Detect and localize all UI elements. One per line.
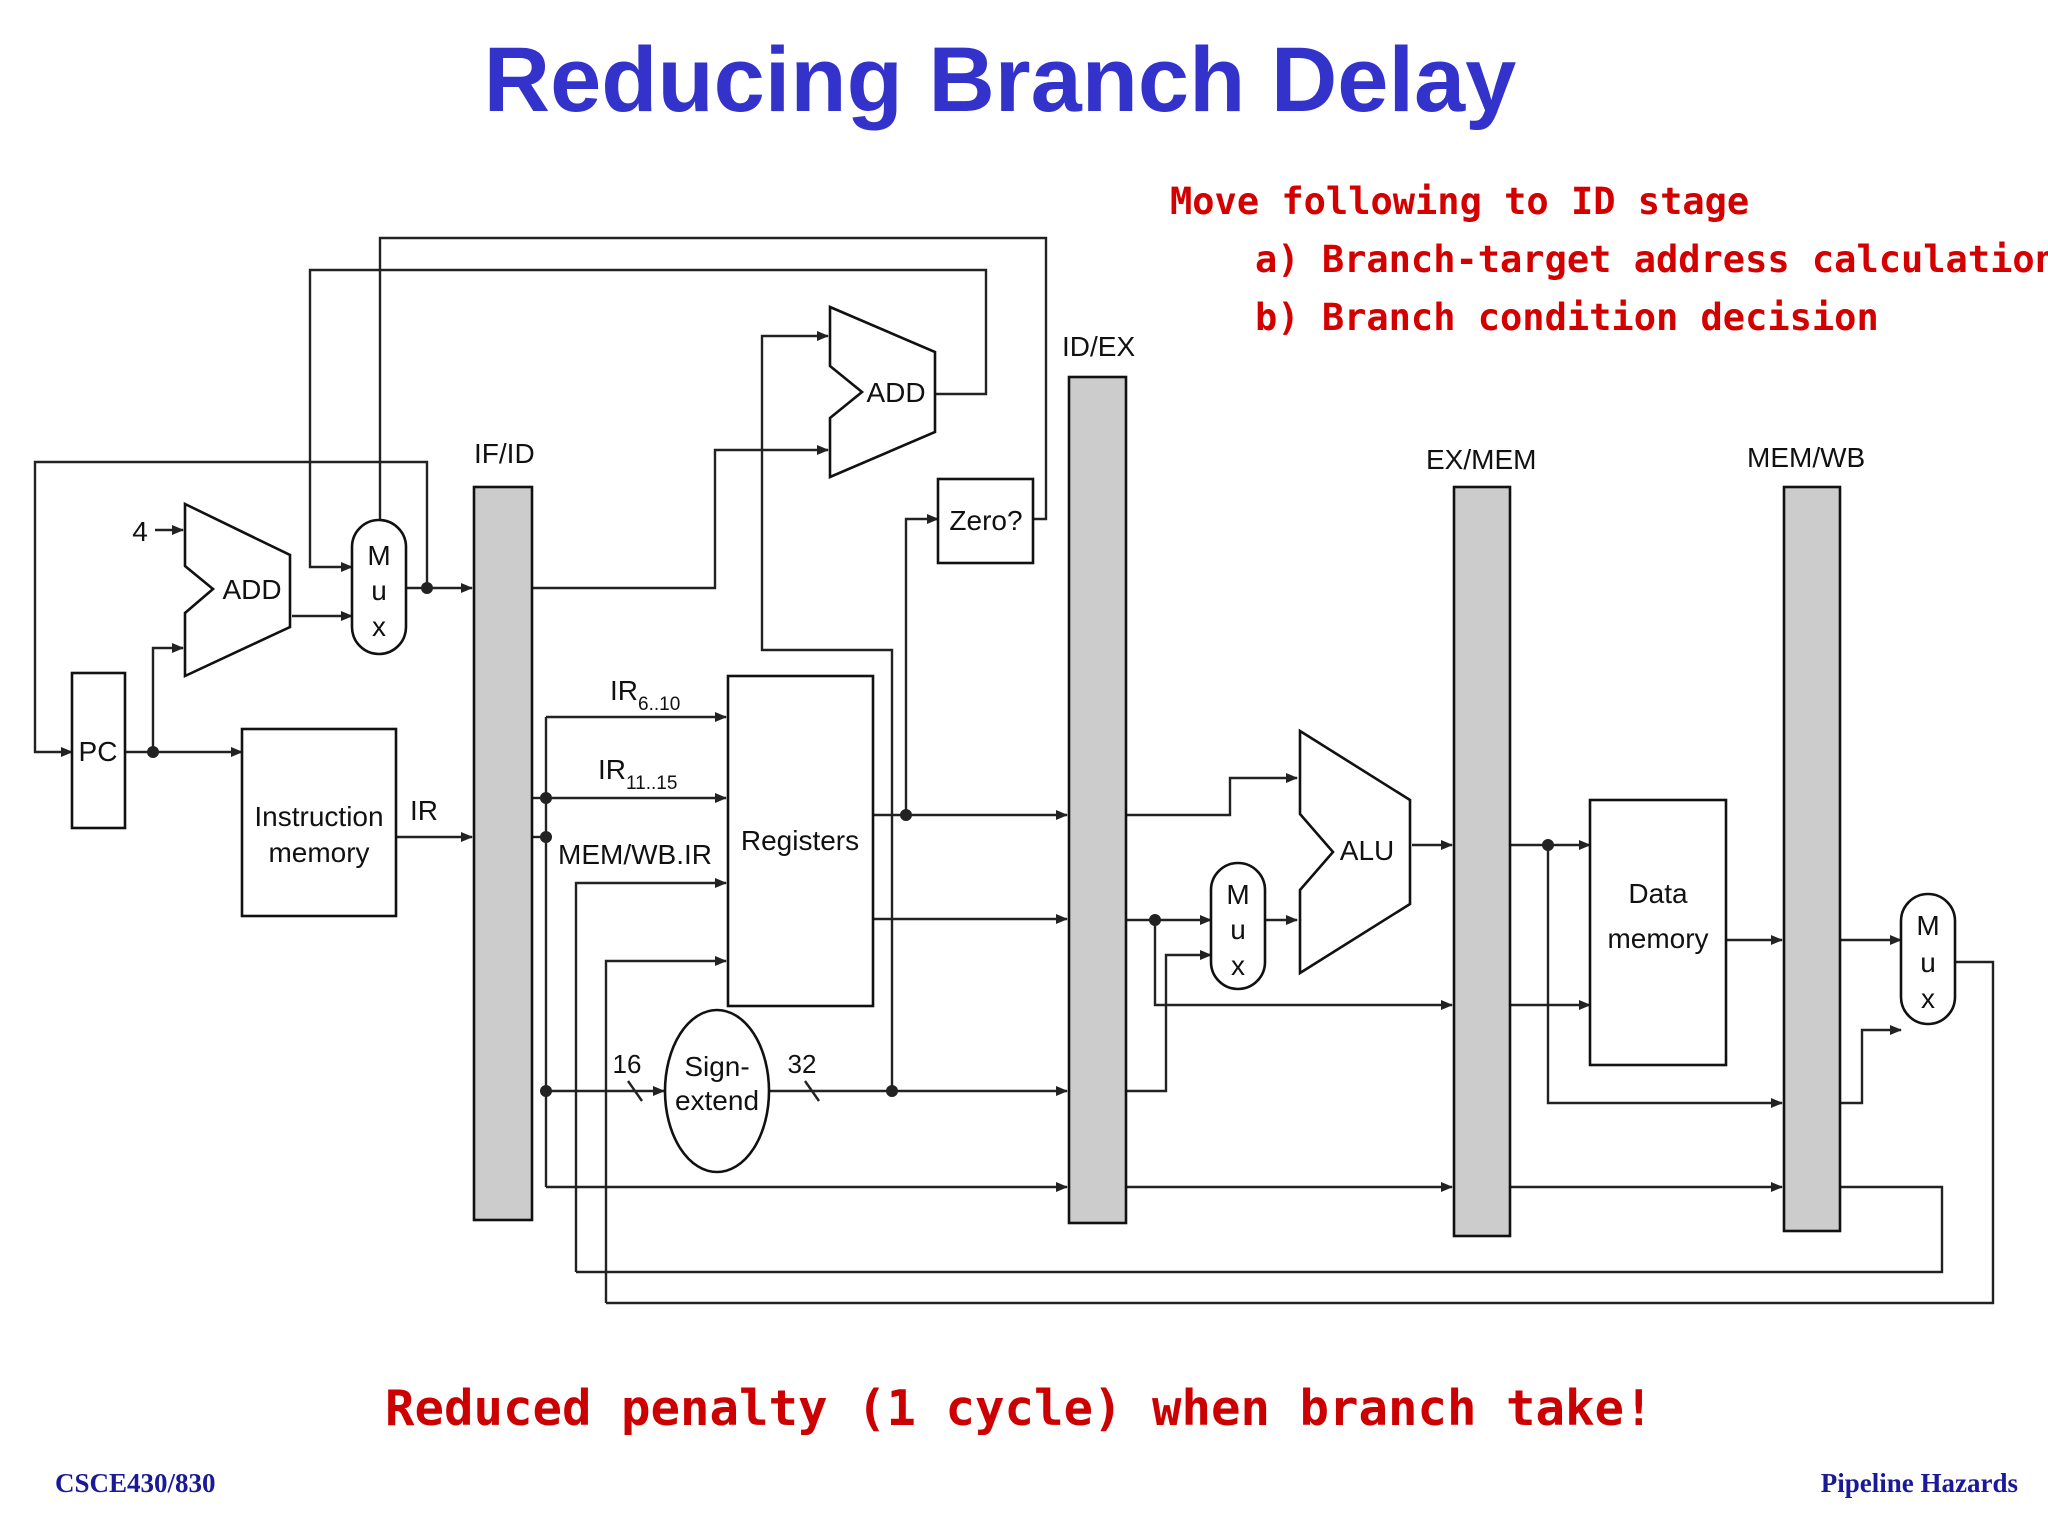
pc-mux (350, 518, 408, 656)
constant-four-label: 4 (132, 516, 148, 547)
registers-label: Registers (741, 825, 859, 856)
junction-dots (147, 582, 1554, 1097)
instruction-memory-block (240, 727, 398, 918)
note-heading: Move following to ID stage (1170, 180, 1750, 223)
alu-mux-letter-x: x (1231, 950, 1245, 981)
wire-memwb-ir-loop (576, 1185, 1944, 1274)
writeback-mux-letter-x: x (1921, 983, 1935, 1014)
wire-b-to-exmem (1153, 920, 1453, 1010)
branch-adder (828, 305, 937, 479)
wire-pc-to-adder (151, 643, 184, 752)
sign-extend-label-1: Sign- (684, 1051, 749, 1082)
wires (33, 236, 1995, 1305)
idex-register (1067, 375, 1128, 1225)
exmem-label: EX/MEM (1426, 444, 1536, 475)
wire-reg-to-zero (904, 514, 939, 815)
bottom-message: Reduced penalty (1 cycle) when branch ta… (385, 1380, 1654, 1437)
pc-label: PC (79, 736, 118, 767)
registers-block (726, 674, 875, 1008)
pc-mux-letter-x: x (372, 611, 386, 642)
footer-topic: Pipeline Hazards (1820, 1468, 2018, 1498)
width-tick-16 (627, 1080, 643, 1102)
wire-writeback-loop (606, 960, 1995, 1305)
pc-adder (183, 501, 292, 679)
writeback-mux-letter-m: M (1916, 910, 1939, 941)
writeback-mux-letter-u: u (1920, 947, 1936, 978)
data-memory-block (1588, 798, 1728, 1067)
width-tick-32 (804, 1080, 820, 1102)
wire-ifid-to-branch-adder (532, 445, 829, 590)
alu-block (1298, 728, 1412, 976)
width-label-32: 32 (788, 1049, 817, 1079)
branch-adder-label: ADD (866, 377, 925, 408)
zero-test-block (936, 477, 1035, 565)
pc-mux-letter-u: u (371, 575, 387, 606)
ifid-label: IF/ID (474, 438, 535, 469)
wire-signext-to-branch-adder (760, 331, 894, 1091)
footer-course-code: CSCE430/830 (55, 1468, 216, 1498)
memwb-label: MEM/WB (1747, 442, 1865, 473)
pc-block (70, 671, 127, 830)
zero-test-label: Zero? (949, 505, 1022, 536)
sign-extend-label-2: extend (675, 1085, 759, 1116)
alu-mux-letter-u: u (1230, 914, 1246, 945)
wire-memwb-to-mux3-bottom (1840, 1025, 1902, 1105)
wire-memwb-ir (574, 878, 727, 1272)
note-item-a: a) Branch-target address calculation (1255, 238, 2048, 281)
wire-writeback-data (604, 956, 727, 1303)
wire-branch-target-loop (308, 268, 988, 572)
exmem-register (1452, 485, 1512, 1238)
pc-mux-letter-m: M (367, 540, 390, 571)
wire-alu-result-to-memwb (1546, 845, 1783, 1108)
alu-mux (1209, 861, 1267, 991)
instruction-memory-label-1: Instruction (254, 801, 383, 832)
alu-mux-letter-m: M (1226, 879, 1249, 910)
wire-pc-feedback (33, 460, 429, 757)
data-memory-label-1: Data (1628, 878, 1688, 909)
note-item-b: b) Branch condition decision (1255, 296, 1879, 339)
ifid-register (472, 485, 534, 1222)
idex-label: ID/EX (1062, 331, 1135, 362)
memwb-register (1782, 485, 1842, 1233)
ir-field-1-label: IR6..10 (610, 675, 680, 715)
wire-zero-to-mux-select (378, 236, 1048, 530)
pc-adder-label: ADD (222, 574, 281, 605)
mem-wb-ir-label: MEM/WB.IR (558, 839, 712, 870)
ir-label: IR (410, 795, 438, 826)
writeback-mux (1899, 892, 1957, 1026)
ir-field-2-label: IR11..15 (598, 754, 677, 794)
instruction-memory-label-2: memory (268, 837, 369, 868)
slide-title: Reducing Branch Delay (483, 29, 1517, 131)
data-memory-label-2: memory (1607, 923, 1708, 954)
wire-imm-to-mux2 (1126, 950, 1212, 1093)
sign-extend-block (663, 1008, 771, 1174)
alu-label: ALU (1340, 835, 1394, 866)
wire-idex-to-alu-top (1126, 773, 1298, 817)
width-label-16: 16 (613, 1049, 642, 1079)
